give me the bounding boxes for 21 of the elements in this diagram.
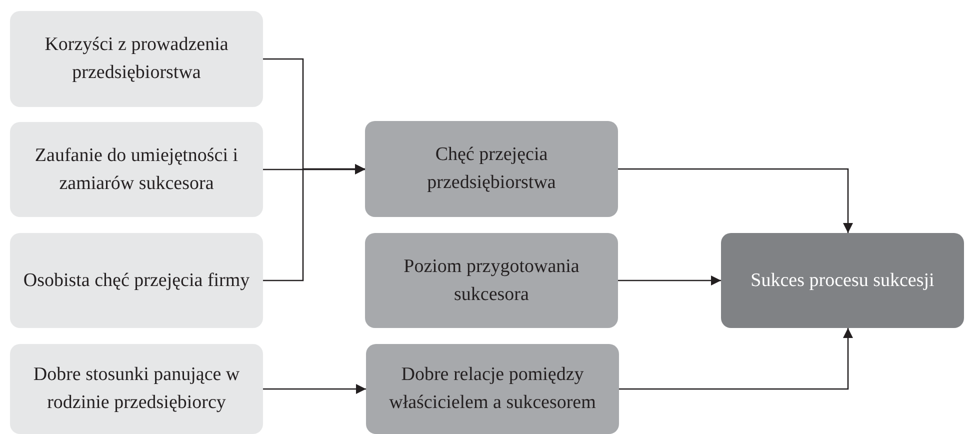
box-label: Poziom przygotowania sukcesora [402,254,580,306]
box-label: Chęć przejęcia przedsiębiorstwa [426,143,557,195]
box-label: Dobre relacje pomiędzy właścicielem a sukcesorem [388,363,597,415]
box-label: Dobre stosunki panujące w rodzinie przedsiębiorcy [32,363,241,415]
process-box [366,344,619,434]
arrow [618,276,721,286]
process-box [10,122,263,217]
process-box [10,344,263,434]
arrow [619,328,853,390]
process-box [365,233,618,328]
process-box [365,121,618,217]
box-label: Sukces procesu sukcesji [750,268,934,293]
box-label: Osobista chęć przejęcia firmy [23,268,250,293]
process-box [10,233,263,328]
box-label: Korzyści z prowadzenia przedsiębiorstwa [44,33,230,85]
process-box [10,11,263,107]
arrow [263,164,365,282]
arrow [618,168,853,233]
box-label: Zaufanie do umiejętności i zamiarów sukcesora [34,144,240,196]
arrow [263,384,366,394]
process-box [721,233,964,328]
